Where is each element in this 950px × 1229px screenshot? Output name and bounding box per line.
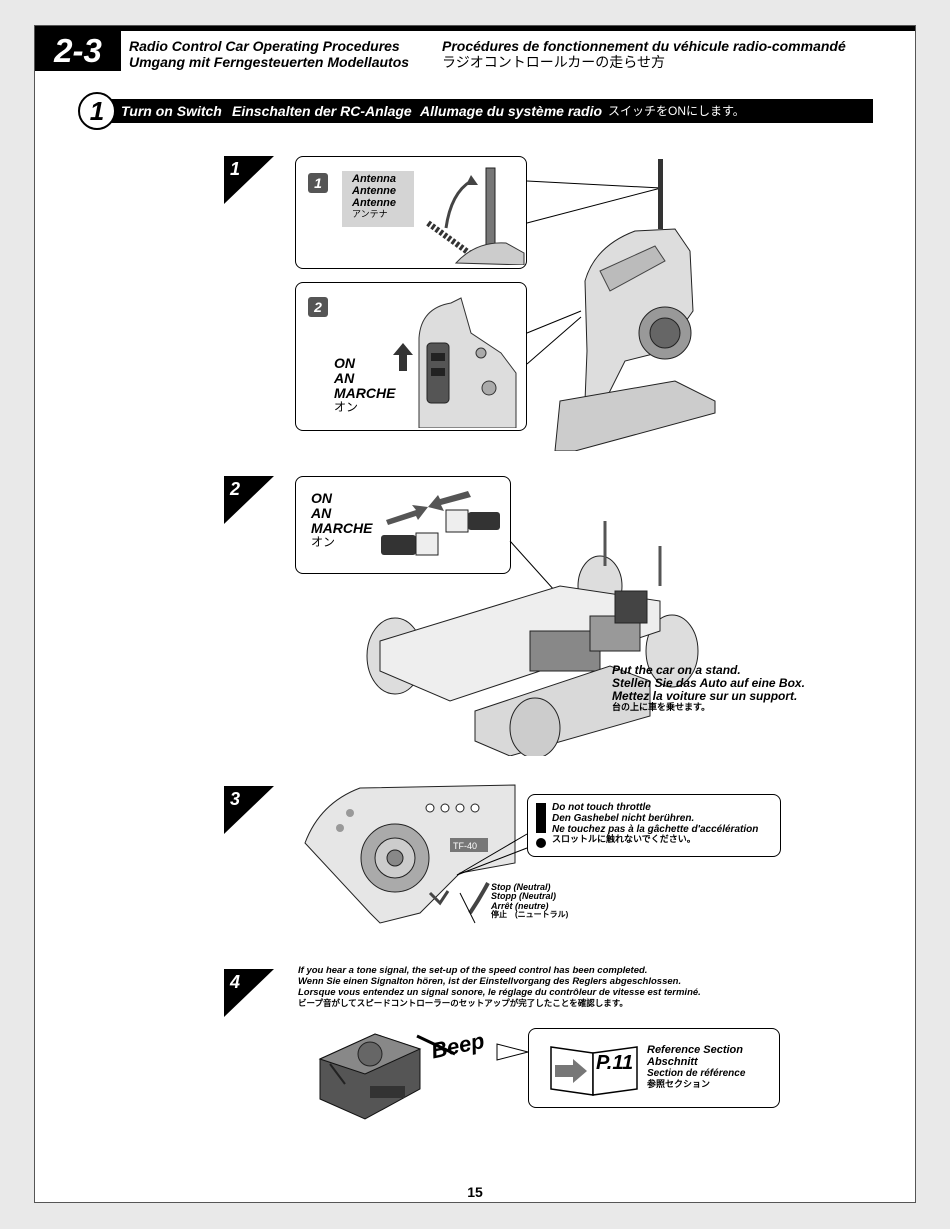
step-2-marker: 2 xyxy=(224,476,274,524)
beep-instructions: If you hear a tone signal, the set-up of… xyxy=(298,965,701,1009)
stand-jp: 台の上に車を乗せます。 xyxy=(612,701,711,712)
car-chassis-illustration xyxy=(366,521,699,756)
warning-pointer xyxy=(456,833,528,876)
stop-jp: 停止 (ニュートラル) xyxy=(491,910,569,920)
step-4-number: 4 xyxy=(230,972,241,992)
section-number: 2-3 xyxy=(35,31,121,71)
switch-on-jp: オン xyxy=(334,400,359,415)
connector-on-labels: ON AN MARCHE オン xyxy=(311,490,373,550)
beep-text-jp: ビープ音がしてスピードコントローラーのセットアップが完了したことを確認します。 xyxy=(298,997,628,1008)
throttle-illustration: TF-40 xyxy=(304,784,516,924)
connector-on-en: ON xyxy=(311,490,332,506)
connector-illustration xyxy=(381,491,500,556)
switch-on-de: AN xyxy=(334,370,355,387)
switch-on-fr: MARCHE xyxy=(334,385,396,402)
header-title-jp: ラジオコントロールカーの走らせ方 xyxy=(442,54,666,70)
connector-on-de: AN xyxy=(311,505,332,522)
stand-fr: Mettez la voiture sur un support. xyxy=(612,688,798,703)
section1-title-jp: スイッチをONにします。 xyxy=(608,104,745,118)
section1-bar: Turn on Switch Einschalten der RC-Anlage… xyxy=(95,99,873,123)
page-number: 15 xyxy=(467,1184,483,1200)
header-title-fr: Procédures de fonctionnement du véhicule… xyxy=(442,38,846,54)
antenna-illustration xyxy=(426,167,525,265)
transmitter-illustration xyxy=(526,159,716,451)
antenna-en: Antenna xyxy=(352,173,396,185)
section1-title-en: Turn on Switch xyxy=(121,103,222,119)
stop-fr: Arrêt (neutre) xyxy=(491,900,549,911)
antenna-detail-box: 1 Antenna Antenne Antenne アンテナ xyxy=(295,156,527,269)
antenna-label-panel xyxy=(342,171,414,227)
section1-title-fr: Allumage du système radio xyxy=(420,103,603,119)
transmitter-model-label: TF-40 xyxy=(453,841,477,851)
stop-de: Stopp (Neutral) xyxy=(491,891,556,902)
reference-section-box: P.11 Reference Section Abschnitt Section… xyxy=(528,1028,780,1108)
beep-text-de: Wenn Sie einen Signalton hören, ist der … xyxy=(298,975,682,987)
step-1-marker: 1 xyxy=(224,156,274,204)
reference-de: Abschnitt xyxy=(647,1055,698,1068)
switch-on-en: ON xyxy=(334,355,355,371)
stand-de: Stellen Sie das Auto auf eine Box. xyxy=(612,675,805,690)
reference-labels: Reference Section Abschnitt Section de r… xyxy=(647,1044,746,1089)
speed-controller-illustration xyxy=(318,1033,422,1120)
reference-fr: Section de référence xyxy=(647,1067,746,1079)
stand-instructions: Put the car on a stand. Stellen Sie das … xyxy=(612,664,805,713)
throttle-warning-text: Do not touch throttle Den Gashebel nicht… xyxy=(552,802,759,845)
beep-text-en: If you hear a tone signal, the set-up of… xyxy=(298,965,648,976)
power-switch-detail-box: 2 ON AN MARCHE オン xyxy=(295,282,527,431)
connector-detail-box: ON AN MARCHE オン xyxy=(295,476,511,574)
antenna-fr: Antenne xyxy=(352,196,396,209)
antenna-labels: Antenna Antenne Antenne アンテナ xyxy=(352,173,396,219)
stop-neutral-labels: Stop (Neutral) Stopp (Neutral) Arrêt (ne… xyxy=(491,882,569,920)
step-4-marker: 4 xyxy=(224,969,274,1017)
power-switch-illustration xyxy=(393,297,517,428)
step-3-marker: 3 xyxy=(224,786,274,834)
step-2-number: 2 xyxy=(230,479,241,499)
warning-jp: スロットルに触れないでください。 xyxy=(552,834,696,845)
reference-page[interactable]: P.11 xyxy=(596,1052,634,1074)
header-rule xyxy=(35,26,915,31)
manual-page: 2-3 Radio Control Car Operating Procedur… xyxy=(34,25,916,1203)
connector-on-jp: オン xyxy=(311,535,336,550)
antenna-jp: アンテナ xyxy=(352,208,388,219)
switch-on-labels: ON AN MARCHE オン xyxy=(334,355,396,415)
book-icon xyxy=(550,1046,638,1096)
connector-on-fr: MARCHE xyxy=(311,520,373,537)
reference-en: Reference Section xyxy=(647,1044,743,1056)
warning-de: Den Gashebel nicht berühren. xyxy=(552,812,695,824)
warning-fr: Ne touchez pas à la gâchette d'accélérat… xyxy=(552,823,759,835)
beep-pointer xyxy=(416,1034,529,1061)
stand-en: Put the car on a stand. xyxy=(612,663,741,677)
reference-jp: 参照セクション xyxy=(647,1078,711,1089)
section1-number: 1 xyxy=(78,92,116,130)
header-title-en: Radio Control Car Operating Procedures xyxy=(129,38,400,54)
beep-text-fr: Lorsque vous entendez un signal sonore, … xyxy=(298,986,701,998)
warning-en: Do not touch throttle xyxy=(552,802,651,813)
warning-exclamation-icon xyxy=(536,803,546,848)
step-3-number: 3 xyxy=(230,789,241,809)
header-title-de: Umgang mit Ferngesteuerten Modellautos xyxy=(129,54,410,70)
sub-step-badge-2: 2 xyxy=(308,297,328,317)
antenna-de: Antenne xyxy=(352,184,396,197)
stop-en: Stop (Neutral) xyxy=(491,882,551,892)
section1-title-de: Einschalten der RC-Anlage xyxy=(232,103,412,119)
step-1-number: 1 xyxy=(230,159,241,179)
sub-step-badge-1: 1 xyxy=(308,173,328,193)
throttle-warning-box: Do not touch throttle Den Gashebel nicht… xyxy=(527,794,781,857)
